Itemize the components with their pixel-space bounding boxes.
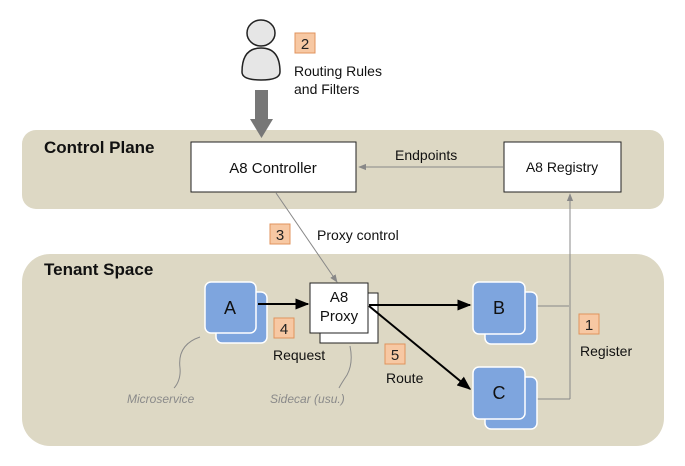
step-badge-3: 3 [269, 223, 291, 245]
service-c: C [472, 366, 538, 430]
step-badge-1: 1 [578, 313, 600, 335]
a8-registry-label: A8 Registry [526, 159, 598, 175]
register-connector [537, 193, 574, 400]
service-b: B [472, 281, 538, 345]
svg-text:4: 4 [280, 321, 288, 338]
person-icon [241, 19, 281, 81]
step-badge-4: 4 [273, 317, 295, 339]
endpoints-label: Endpoints [395, 147, 457, 163]
sidecar-pointer [338, 345, 352, 389]
svg-text:1: 1 [585, 317, 593, 334]
control-plane-title: Control Plane [44, 138, 155, 157]
microservice-pointer [173, 336, 201, 389]
route-arrow-c [368, 305, 472, 390]
a8-controller-box [190, 141, 357, 193]
svg-text:2: 2 [301, 36, 309, 53]
svg-text:5: 5 [391, 347, 399, 364]
route-label: Route [386, 370, 424, 386]
service-b-label: B [493, 298, 505, 318]
a8-controller-label: A8 Controller [229, 160, 317, 177]
tenant-space-title: Tenant Space [44, 260, 153, 279]
svg-text:3: 3 [276, 227, 284, 244]
routing-rules-label-2: and Filters [294, 81, 359, 97]
step-badge-5: 5 [384, 343, 406, 365]
proxy-control-label: Proxy control [317, 227, 399, 243]
request-label: Request [273, 347, 325, 363]
routing-rules-label-1: Routing Rules [294, 63, 382, 79]
microservice-annotation: Microservice [127, 392, 195, 406]
proxy-control-arrow [275, 192, 338, 283]
service-a-label: A [224, 298, 236, 318]
proxy-label-2: Proxy [320, 308, 359, 325]
user-to-controller-arrow [250, 90, 273, 138]
register-label: Register [580, 343, 632, 359]
a8-registry-box [503, 141, 622, 193]
proxy-label-1: A8 [330, 289, 348, 306]
service-c-label: C [493, 383, 506, 403]
step-badge-2: 2 [294, 32, 316, 54]
service-a: A [204, 281, 268, 344]
sidecar-annotation: Sidecar (usu.) [270, 392, 345, 406]
a8-proxy: A8 Proxy [309, 282, 379, 344]
